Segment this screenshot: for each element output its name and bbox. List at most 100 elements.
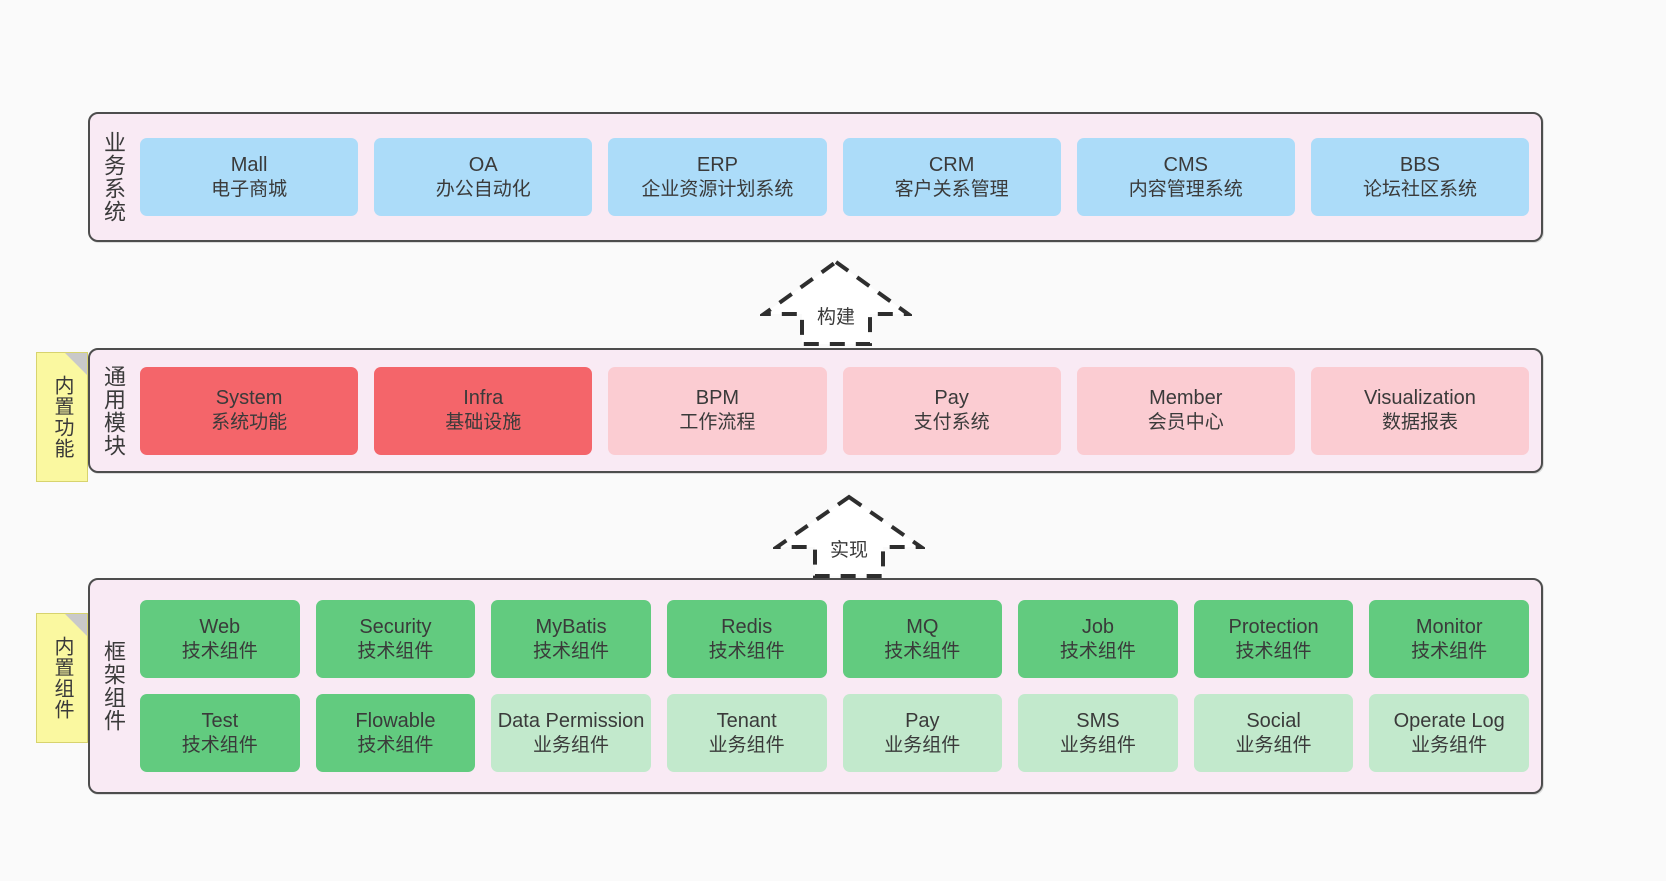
- card-mq[interactable]: MQ 技术组件: [842, 600, 1003, 678]
- card-title-en: Monitor: [1415, 615, 1483, 638]
- card-title-cn: 技术组件: [357, 734, 434, 756]
- card-title-en: SMS: [1076, 709, 1120, 732]
- arrow-build: 构建: [760, 258, 912, 348]
- layer-title-framework-components: 框架组件: [100, 640, 126, 732]
- card-title-cn: 企业资源计划系统: [641, 178, 794, 200]
- card-redis[interactable]: Redis 技术组件: [666, 600, 827, 678]
- card-title-en: Test: [201, 709, 239, 732]
- card-bpm[interactable]: BPM 工作流程: [608, 366, 827, 455]
- card-title-en: CRM: [928, 153, 975, 176]
- card-title-en: Pay: [905, 709, 940, 732]
- layer-framework-components: 框架组件 Web 技术组件 Security 技术组件 MyBatis 技术组件…: [88, 578, 1543, 794]
- card-crm[interactable]: CRM 客户关系管理: [842, 138, 1061, 216]
- card-title-cn: 系统功能: [211, 412, 288, 434]
- arrow-implement: 实现: [773, 493, 925, 580]
- card-title-en: Social: [1246, 709, 1301, 732]
- card-cms[interactable]: CMS 内容管理系统: [1076, 138, 1295, 216]
- card-title-cn: 客户关系管理: [894, 178, 1009, 200]
- card-title-en: Tenant: [716, 709, 777, 732]
- card-title-en: Job: [1081, 615, 1115, 638]
- card-title-cn: 业务组件: [533, 734, 610, 756]
- card-system[interactable]: System 系统功能: [140, 366, 359, 455]
- card-data-permission[interactable]: Data Permission 业务组件: [491, 694, 651, 772]
- card-social[interactable]: Social 业务组件: [1193, 694, 1354, 772]
- card-title-en: ERP: [696, 153, 738, 176]
- card-security[interactable]: Security 技术组件: [315, 600, 476, 678]
- card-operate-log[interactable]: Operate Log 业务组件: [1369, 694, 1529, 772]
- card-title-en: Mall: [230, 153, 268, 176]
- card-title-en: Web: [199, 615, 241, 638]
- card-test[interactable]: Test 技术组件: [140, 694, 300, 772]
- tag-label: 内置功能: [51, 375, 73, 459]
- card-title-cn: 技术组件: [533, 640, 610, 662]
- arrow-build-icon: [760, 259, 912, 346]
- card-row: Web 技术组件 Security 技术组件 MyBatis 技术组件 Redi…: [140, 600, 1529, 678]
- card-title-en: Member: [1149, 387, 1223, 410]
- card-title-cn: 业务组件: [1235, 734, 1312, 756]
- card-title-cn: 工作流程: [679, 412, 756, 434]
- card-title-en: BBS: [1399, 153, 1440, 176]
- card-title-en: MyBatis: [535, 615, 607, 638]
- card-title-en: MQ: [906, 615, 939, 638]
- card-title-cn: 论坛社区系统: [1362, 178, 1477, 200]
- card-tenant[interactable]: Tenant 业务组件: [666, 694, 827, 772]
- card-pay-business[interactable]: Pay 业务组件: [842, 694, 1003, 772]
- card-title-cn: 电子商城: [211, 178, 288, 200]
- card-oa[interactable]: OA 办公自动化: [374, 138, 593, 216]
- card-title-cn: 技术组件: [1235, 640, 1312, 662]
- card-monitor[interactable]: Monitor 技术组件: [1369, 600, 1529, 678]
- card-title-cn: 业务组件: [884, 734, 961, 756]
- card-title-cn: 基础设施: [445, 412, 522, 434]
- folded-corner-icon: [65, 614, 87, 636]
- layer-body-business-systems: Mall 电子商城 OA 办公自动化 ERP 企业资源计划系统 CRM 客户关系…: [136, 114, 1541, 240]
- card-row: Test 技术组件 Flowable 技术组件 Data Permission …: [140, 694, 1529, 772]
- card-erp[interactable]: ERP 企业资源计划系统: [608, 138, 827, 216]
- card-title-en: Data Permission: [497, 709, 645, 732]
- card-title-cn: 支付系统: [913, 412, 990, 434]
- layer-title-common-modules: 通用模块: [100, 364, 126, 457]
- card-title-en: Security: [359, 615, 432, 638]
- card-title-cn: 业务组件: [1059, 734, 1136, 756]
- card-title-en: CMS: [1163, 153, 1208, 176]
- card-sms[interactable]: SMS 业务组件: [1018, 694, 1178, 772]
- card-protection[interactable]: Protection 技术组件: [1193, 600, 1354, 678]
- card-title-cn: 技术组件: [181, 640, 258, 662]
- tag-label: 内置组件: [51, 636, 73, 720]
- card-title-en: System: [215, 387, 283, 410]
- card-title-cn: 会员中心: [1147, 412, 1224, 434]
- card-title-en: Visualization: [1363, 387, 1476, 410]
- card-web[interactable]: Web 技术组件: [140, 600, 300, 678]
- card-title-cn: 数据报表: [1381, 412, 1458, 434]
- layer-common-modules: 通用模块 System 系统功能 Infra 基础设施 BPM 工作流程 Pay…: [88, 348, 1543, 473]
- arrow-implement-icon: [773, 494, 925, 578]
- card-bbs[interactable]: BBS 论坛社区系统: [1310, 138, 1530, 216]
- card-title-cn: 内容管理系统: [1128, 178, 1243, 200]
- card-visualization[interactable]: Visualization 数据报表: [1310, 366, 1530, 455]
- card-flowable[interactable]: Flowable 技术组件: [315, 694, 476, 772]
- card-row: Mall 电子商城 OA 办公自动化 ERP 企业资源计划系统 CRM 客户关系…: [140, 138, 1530, 216]
- card-title-en: Pay: [934, 387, 969, 410]
- card-mybatis[interactable]: MyBatis 技术组件: [491, 600, 651, 678]
- card-title-en: Operate Log: [1393, 709, 1505, 732]
- card-title-cn: 技术组件: [1059, 640, 1136, 662]
- card-title-cn: 技术组件: [884, 640, 961, 662]
- card-title-cn: 办公自动化: [435, 178, 531, 200]
- card-pay[interactable]: Pay 支付系统: [842, 366, 1061, 455]
- card-member[interactable]: Member 会员中心: [1076, 366, 1295, 455]
- card-title-en: Protection: [1228, 615, 1319, 638]
- layer-body-common-modules: System 系统功能 Infra 基础设施 BPM 工作流程 Pay 支付系统…: [136, 350, 1541, 471]
- card-title-cn: 技术组件: [181, 734, 258, 756]
- card-title-en: Redis: [721, 615, 773, 638]
- card-infra[interactable]: Infra 基础设施: [374, 366, 593, 455]
- card-mall[interactable]: Mall 电子商城: [140, 138, 359, 216]
- card-title-cn: 技术组件: [357, 640, 434, 662]
- card-title-en: BPM: [695, 387, 740, 410]
- card-title-en: Infra: [463, 387, 504, 410]
- card-title-en: OA: [468, 153, 498, 176]
- card-title-cn: 技术组件: [708, 640, 785, 662]
- card-job[interactable]: Job 技术组件: [1018, 600, 1178, 678]
- tag-builtin-component: 内置组件: [36, 613, 88, 743]
- layer-body-framework-components: Web 技术组件 Security 技术组件 MyBatis 技术组件 Redi…: [136, 580, 1541, 792]
- folded-corner-icon: [65, 353, 87, 375]
- layer-title-business-systems: 业务系统: [100, 131, 126, 223]
